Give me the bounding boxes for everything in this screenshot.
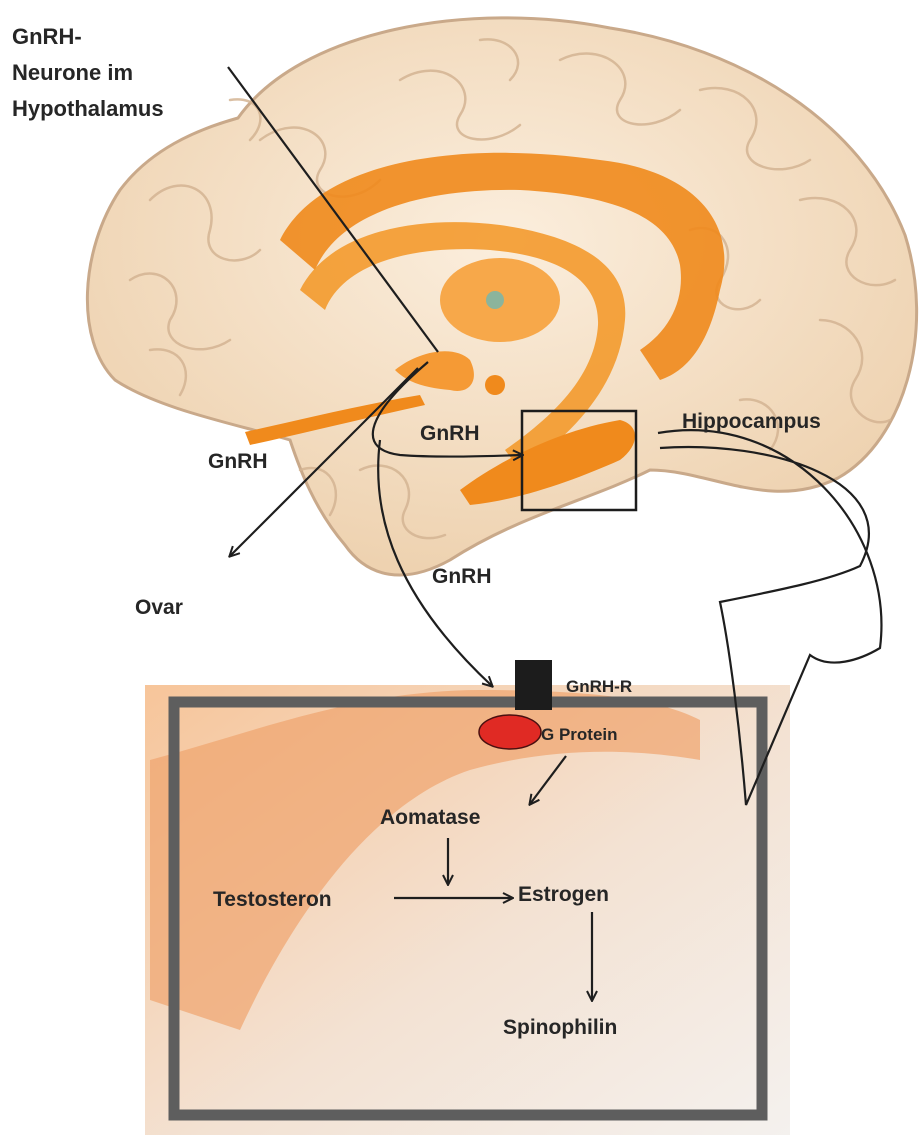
gnrh-lower-label: GnRH — [432, 565, 492, 588]
gnrh-receptor-label: GnRH-R — [566, 677, 632, 696]
ovar-label: Ovar — [135, 596, 183, 619]
gnrh-center-label: GnRH — [420, 422, 480, 445]
gnrh-left-label: GnRH — [208, 450, 268, 473]
testosterone-label: Testosteron — [213, 888, 332, 911]
aromatase-label: Aomatase — [380, 806, 480, 829]
hippocampus-label: Hippocampus — [682, 410, 821, 433]
g-protein — [479, 715, 541, 749]
mammillary-body — [485, 375, 505, 395]
thalamus-center — [486, 291, 504, 309]
g-protein-label: G Protein — [541, 725, 618, 744]
estrogen-label: Estrogen — [518, 883, 609, 906]
hypothalamus-label-line3: Hypothalamus — [12, 96, 164, 121]
hypothalamus-label-line1: GnRH- — [12, 24, 82, 49]
brain-illustration — [87, 18, 916, 575]
gnrh-receptor — [515, 660, 552, 710]
hypothalamus-label-line2: Neurone im — [12, 60, 133, 85]
spinophilin-label: Spinophilin — [503, 1016, 617, 1039]
